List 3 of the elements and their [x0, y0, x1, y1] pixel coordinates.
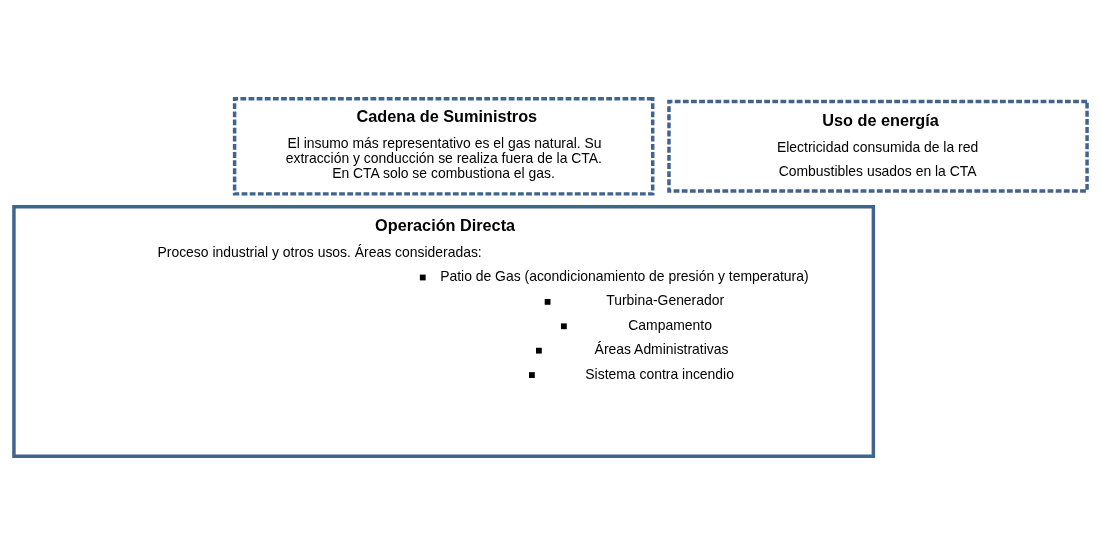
node-box: Uso de energía Electricidad consumida de la red Combustibles usados en la CTA: [667, 99, 1089, 193]
node-box: Operación Directa Proceso industrial y otros usos. Áreas consideradas: Patio de Gas (acondicionamiento de presión y temperatura) Turbina-Generador Campamento Áreas Administrativas Sistema contra incendio: [12, 204, 876, 459]
node-box: Cadena de Suministros El insumo más representativo es el gas natural. Su extracción y conducción se realiza fuera de la CTA. En CTA solo se combustiona el gas.: [232, 96, 655, 196]
